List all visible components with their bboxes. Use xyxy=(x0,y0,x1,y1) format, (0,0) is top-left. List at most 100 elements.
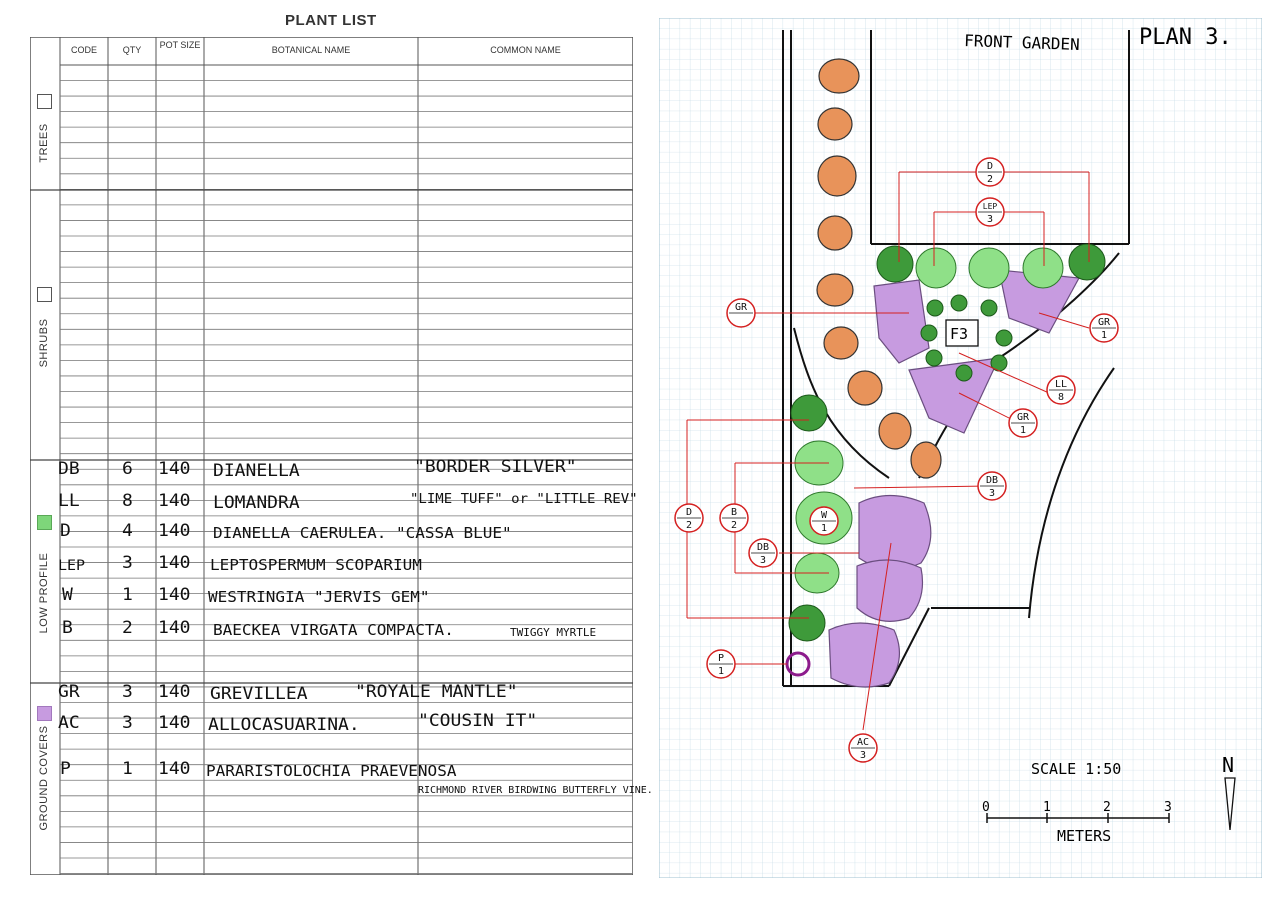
tag-qty: 3 xyxy=(989,488,995,499)
entry-pot: 140 xyxy=(158,712,191,733)
plant-tag-db: DB 3 xyxy=(977,471,1007,501)
feature-f3-box xyxy=(945,319,979,347)
trees-checkbox[interactable] xyxy=(37,94,52,109)
entry-pot: 140 xyxy=(158,584,191,605)
col-header-code: CODE xyxy=(70,45,97,55)
plant-tag-ac: AC 3 xyxy=(848,733,878,763)
scale-unit: METERS xyxy=(1057,827,1111,845)
plant-list-gridlines xyxy=(30,37,633,875)
entry-qty: 1 xyxy=(122,584,133,605)
entry-botanical: WESTRINGIA "JERVIS GEM" xyxy=(208,587,430,606)
entry-pot: 140 xyxy=(158,681,191,702)
ground-cover-beds xyxy=(828,269,1080,688)
entry-botanical: DIANELLA CAERULEA. "CASSA BLUE" xyxy=(213,523,512,542)
plant-tag-w: W1 xyxy=(809,506,839,536)
entry-code: LL xyxy=(58,490,80,511)
plan-title: FRONT GARDEN xyxy=(964,31,1080,54)
entry-botanical: PARARISTOLOCHIA PRAEVENOSA xyxy=(206,761,457,780)
entry-common: "ROYALE MANTLE" xyxy=(355,681,518,702)
tag-code: LL xyxy=(1055,379,1067,390)
scale-tick-0: 0 xyxy=(982,800,990,815)
col-header-qty: QTY xyxy=(122,45,142,55)
entry-common: RICHMOND RIVER BIRDWING BUTTERFLY VINE. xyxy=(418,785,653,796)
col-header-common-name: COMMON NAME xyxy=(490,45,561,55)
tag-qty: 3 xyxy=(860,750,866,761)
tag-code: LEP xyxy=(983,202,998,211)
plan-boundaries xyxy=(782,30,1130,687)
tag-qty: 1 xyxy=(718,666,724,677)
scale-tick-2: 2 xyxy=(1103,800,1111,815)
entry-pot: 140 xyxy=(158,552,191,573)
entry-pot: 140 xyxy=(158,490,191,511)
scale-tick-3: 3 xyxy=(1164,800,1172,815)
tag-qty: 2 xyxy=(686,520,692,531)
tag-code: DB xyxy=(986,475,998,486)
tag-qty: 2 xyxy=(987,174,993,185)
tag-qty: 1 xyxy=(821,523,827,534)
entry-botanical: BAECKEA VIRGATA COMPACTA. xyxy=(213,620,454,639)
entry-qty: 3 xyxy=(122,712,133,733)
entry-code: AC xyxy=(58,712,80,733)
entry-code: D xyxy=(60,520,71,541)
garden-plan: FRONT GARDEN PLAN 3. F3 SCALE 1:50 N 0 1… xyxy=(659,18,1262,878)
plant-tag-p: P1 xyxy=(706,649,736,679)
plant-tag-b: B2 xyxy=(719,503,749,533)
tag-qty: 2 xyxy=(731,520,737,531)
entry-code: W xyxy=(62,584,73,605)
plant-tag-db: DB 3 xyxy=(748,538,778,568)
tag-code: GR xyxy=(1017,412,1030,423)
tag-qty: 1 xyxy=(1020,425,1026,436)
tag-code: P xyxy=(718,653,724,664)
entry-botanical: LEPTOSPERMUM SCOPARIUM xyxy=(210,555,422,574)
entry-qty: 6 xyxy=(122,458,133,479)
entry-qty: 4 xyxy=(122,520,133,541)
entry-botanical: LOMANDRA xyxy=(213,492,300,513)
tag-qty: 8 xyxy=(1058,392,1064,403)
tag-code: GR xyxy=(1098,317,1111,328)
plant-tag-gr: GR 1 xyxy=(1008,408,1038,438)
category-shrubs-label: SHRUBS xyxy=(38,318,50,368)
entry-common: "LIME TUFF" or "LITTLE REV" xyxy=(410,491,638,507)
entry-pot: 140 xyxy=(158,458,191,479)
entry-common: TWIGGY MYRTLE xyxy=(510,626,597,639)
entry-qty: 3 xyxy=(122,552,133,573)
entry-common: "COUSIN IT" xyxy=(418,710,538,731)
plant-tag-lep: LEP 3 xyxy=(975,197,1005,227)
entry-code: LEP xyxy=(58,556,86,574)
scale-bar xyxy=(986,813,1170,823)
shrubs-checkbox[interactable] xyxy=(37,287,52,302)
scale-text: SCALE 1:50 xyxy=(1031,760,1121,778)
tag-qty: 1 xyxy=(1101,330,1107,341)
scale-tick-1: 1 xyxy=(1043,800,1051,815)
plant-tag-d: D2 xyxy=(674,503,704,533)
ground-covers-swatch xyxy=(37,706,52,721)
entry-code: B xyxy=(62,617,73,638)
tag-code: B xyxy=(731,507,737,518)
entry-qty: 2 xyxy=(122,617,133,638)
tag-code: D xyxy=(987,161,993,172)
entry-pot: 140 xyxy=(158,758,191,779)
entry-pot: 140 xyxy=(158,617,191,638)
entry-botanical: DIANELLA xyxy=(213,460,300,481)
col-header-botanical-name: BOTANICAL NAME xyxy=(271,45,351,55)
category-trees-label: TREES xyxy=(38,123,50,163)
garden-plan-drawing: FRONT GARDEN PLAN 3. F3 SCALE 1:50 N 0 1… xyxy=(659,18,1262,878)
entry-code: DB xyxy=(58,458,80,479)
tag-code: AC xyxy=(857,737,869,748)
stepping-stones xyxy=(816,58,942,479)
feature-f3-label: F3 xyxy=(950,325,968,343)
north-label: N xyxy=(1222,753,1234,777)
tag-code: GR xyxy=(735,302,748,313)
tag-qty: 3 xyxy=(760,555,766,566)
graph-paper-grid xyxy=(659,18,1262,878)
tag-qty: 3 xyxy=(987,214,993,225)
plant-tag-d: D2 xyxy=(975,157,1005,187)
entry-code: GR xyxy=(58,681,80,702)
tag-code: DB xyxy=(757,542,769,553)
entry-botanical: ALLOCASUARINA. xyxy=(208,714,360,735)
entry-qty: 3 xyxy=(122,681,133,702)
col-header-pot-size: POT SIZE xyxy=(159,40,201,50)
entry-botanical: GREVILLEA xyxy=(210,683,308,704)
entry-qty: 1 xyxy=(122,758,133,779)
